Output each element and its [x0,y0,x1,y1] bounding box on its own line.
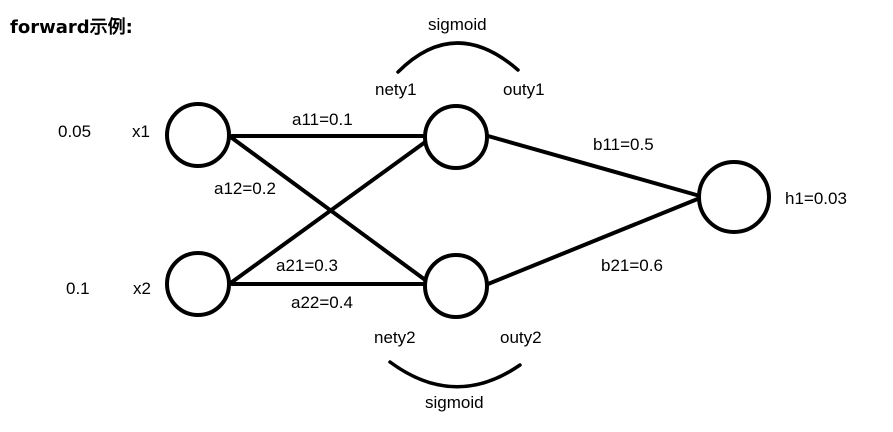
input-label-x1: x1 [132,122,150,141]
node-x1 [165,102,231,168]
weight-b21: b21=0.6 [601,256,663,275]
node-hidden-2 [423,253,489,319]
weight-a11: a11=0.1 [292,110,353,129]
node-hidden-1 [423,104,489,170]
node-x2 [165,251,231,317]
node-output-h1 [697,160,771,234]
weight-a22: a22=0.4 [291,293,353,312]
sigmoid-arc-top [396,41,520,74]
input-label-x2: x2 [133,279,151,298]
hidden-out2-label: outy2 [500,328,542,347]
diagram-title: forward示例: [10,16,133,38]
weight-a12: a12=0.2 [214,179,276,198]
input-value-x2: 0.1 [66,279,90,298]
sigmoid-label-bottom: sigmoid [425,393,484,412]
output-label-h1: h1=0.03 [785,189,847,208]
edge-x2-h1 [230,138,430,284]
weight-b11: b11=0.5 [593,135,654,154]
sigmoid-label-top: sigmoid [428,15,487,34]
hidden-net1-label: nety1 [375,80,417,99]
hidden-net2-label: nety2 [374,328,416,347]
sigmoid-arc-bottom [388,360,522,389]
input-value-x1: 0.05 [58,122,91,141]
edge-h1-out [486,134,702,198]
edge-h2-out [486,196,702,286]
hidden-out1-label: outy1 [503,80,545,99]
weight-a21: a21=0.3 [276,256,338,275]
